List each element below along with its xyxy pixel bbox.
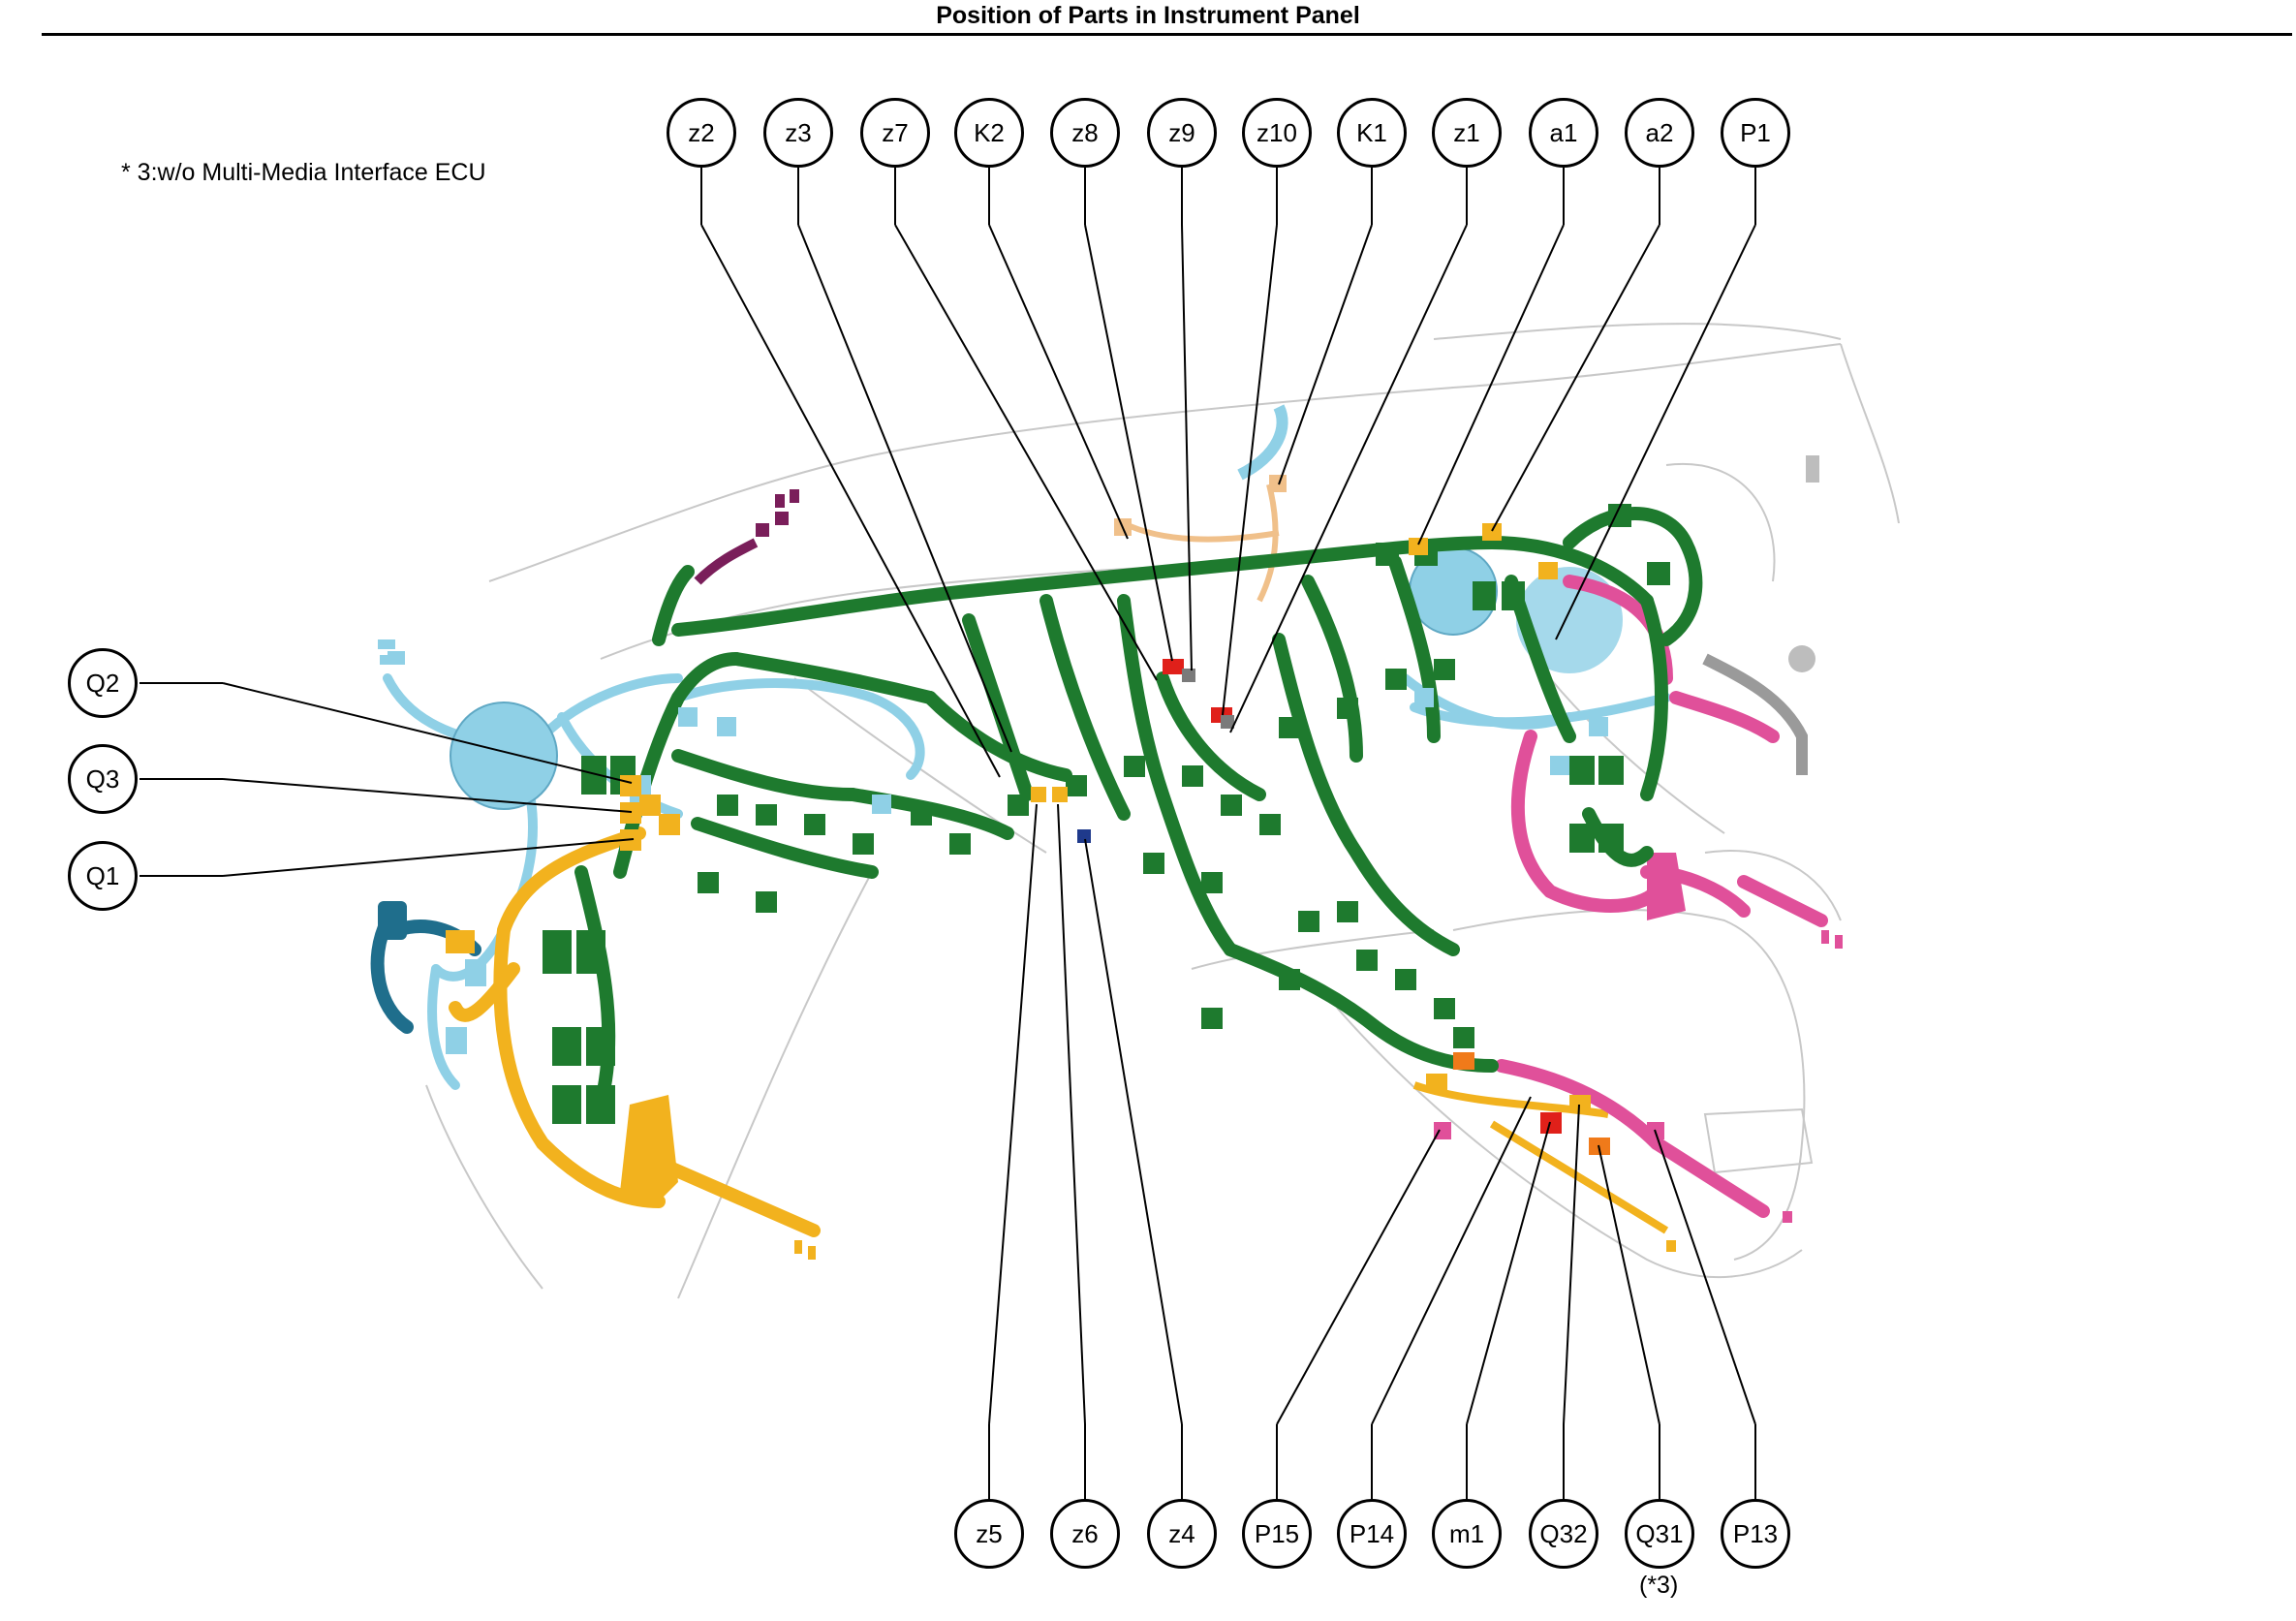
left-vent-blue	[450, 701, 558, 810]
callout-P1: P1	[1721, 98, 1790, 168]
pink-bracket	[1647, 853, 1686, 920]
callout-a1: a1	[1529, 98, 1598, 168]
footnote-note: * 3:w/o Multi-Media Interface ECU	[121, 159, 486, 186]
grey-connector	[1788, 645, 1815, 672]
tan-connector-2	[1269, 475, 1287, 492]
callout-P15: P15	[1242, 1499, 1312, 1569]
purple-connector-2	[775, 512, 789, 525]
callout-K2: K2	[954, 98, 1024, 168]
dashboard-outline	[425, 323, 1900, 1299]
callout-Q1: Q1	[68, 841, 138, 911]
callout-m1: m1	[1432, 1499, 1502, 1569]
callout-z2: z2	[667, 98, 736, 168]
purple-connector-1	[756, 523, 769, 537]
green-main-harness	[574, 507, 1703, 1111]
callout-P13: P13	[1721, 1499, 1790, 1569]
callout-Q3: Q3	[68, 744, 138, 814]
callout-Q31: Q31	[1625, 1499, 1694, 1569]
dark-blue-connector	[378, 901, 407, 940]
callout-z4: z4	[1147, 1499, 1217, 1569]
navy-connector	[1077, 829, 1091, 843]
callout-Q31-note: (*3)	[1639, 1572, 1679, 1599]
callout-Q2: Q2	[68, 648, 138, 718]
callout-z8: z8	[1050, 98, 1120, 168]
callout-z10: z10	[1242, 98, 1312, 168]
green-connectors	[543, 504, 1670, 1124]
page-title: Position of Parts in Instrument Panel	[936, 2, 1360, 29]
grey-harness	[1702, 653, 1808, 775]
yellow-lower-bracket	[620, 1095, 678, 1201]
leader-lines	[140, 168, 1756, 1499]
red-connectors	[1163, 659, 1664, 1155]
callout-z9: z9	[1147, 98, 1217, 168]
tan-harness	[1122, 483, 1280, 603]
callout-z1: z1	[1432, 98, 1502, 168]
callout-z6: z6	[1050, 1499, 1120, 1569]
callout-a2: a2	[1625, 98, 1694, 168]
callout-z3: z3	[763, 98, 833, 168]
purple-harness	[694, 538, 759, 585]
callout-P14: P14	[1337, 1499, 1407, 1569]
callout-Q32: Q32	[1529, 1499, 1598, 1569]
callout-K1: K1	[1337, 98, 1407, 168]
blue-branch-top	[1237, 404, 1288, 481]
title-rule	[42, 33, 2292, 36]
yellow-connectors	[446, 523, 1558, 1091]
yellow-orange-harness	[449, 826, 821, 1237]
callout-z7: z7	[860, 98, 930, 168]
callout-z5: z5	[954, 1499, 1024, 1569]
harness-ends	[378, 455, 1843, 1260]
